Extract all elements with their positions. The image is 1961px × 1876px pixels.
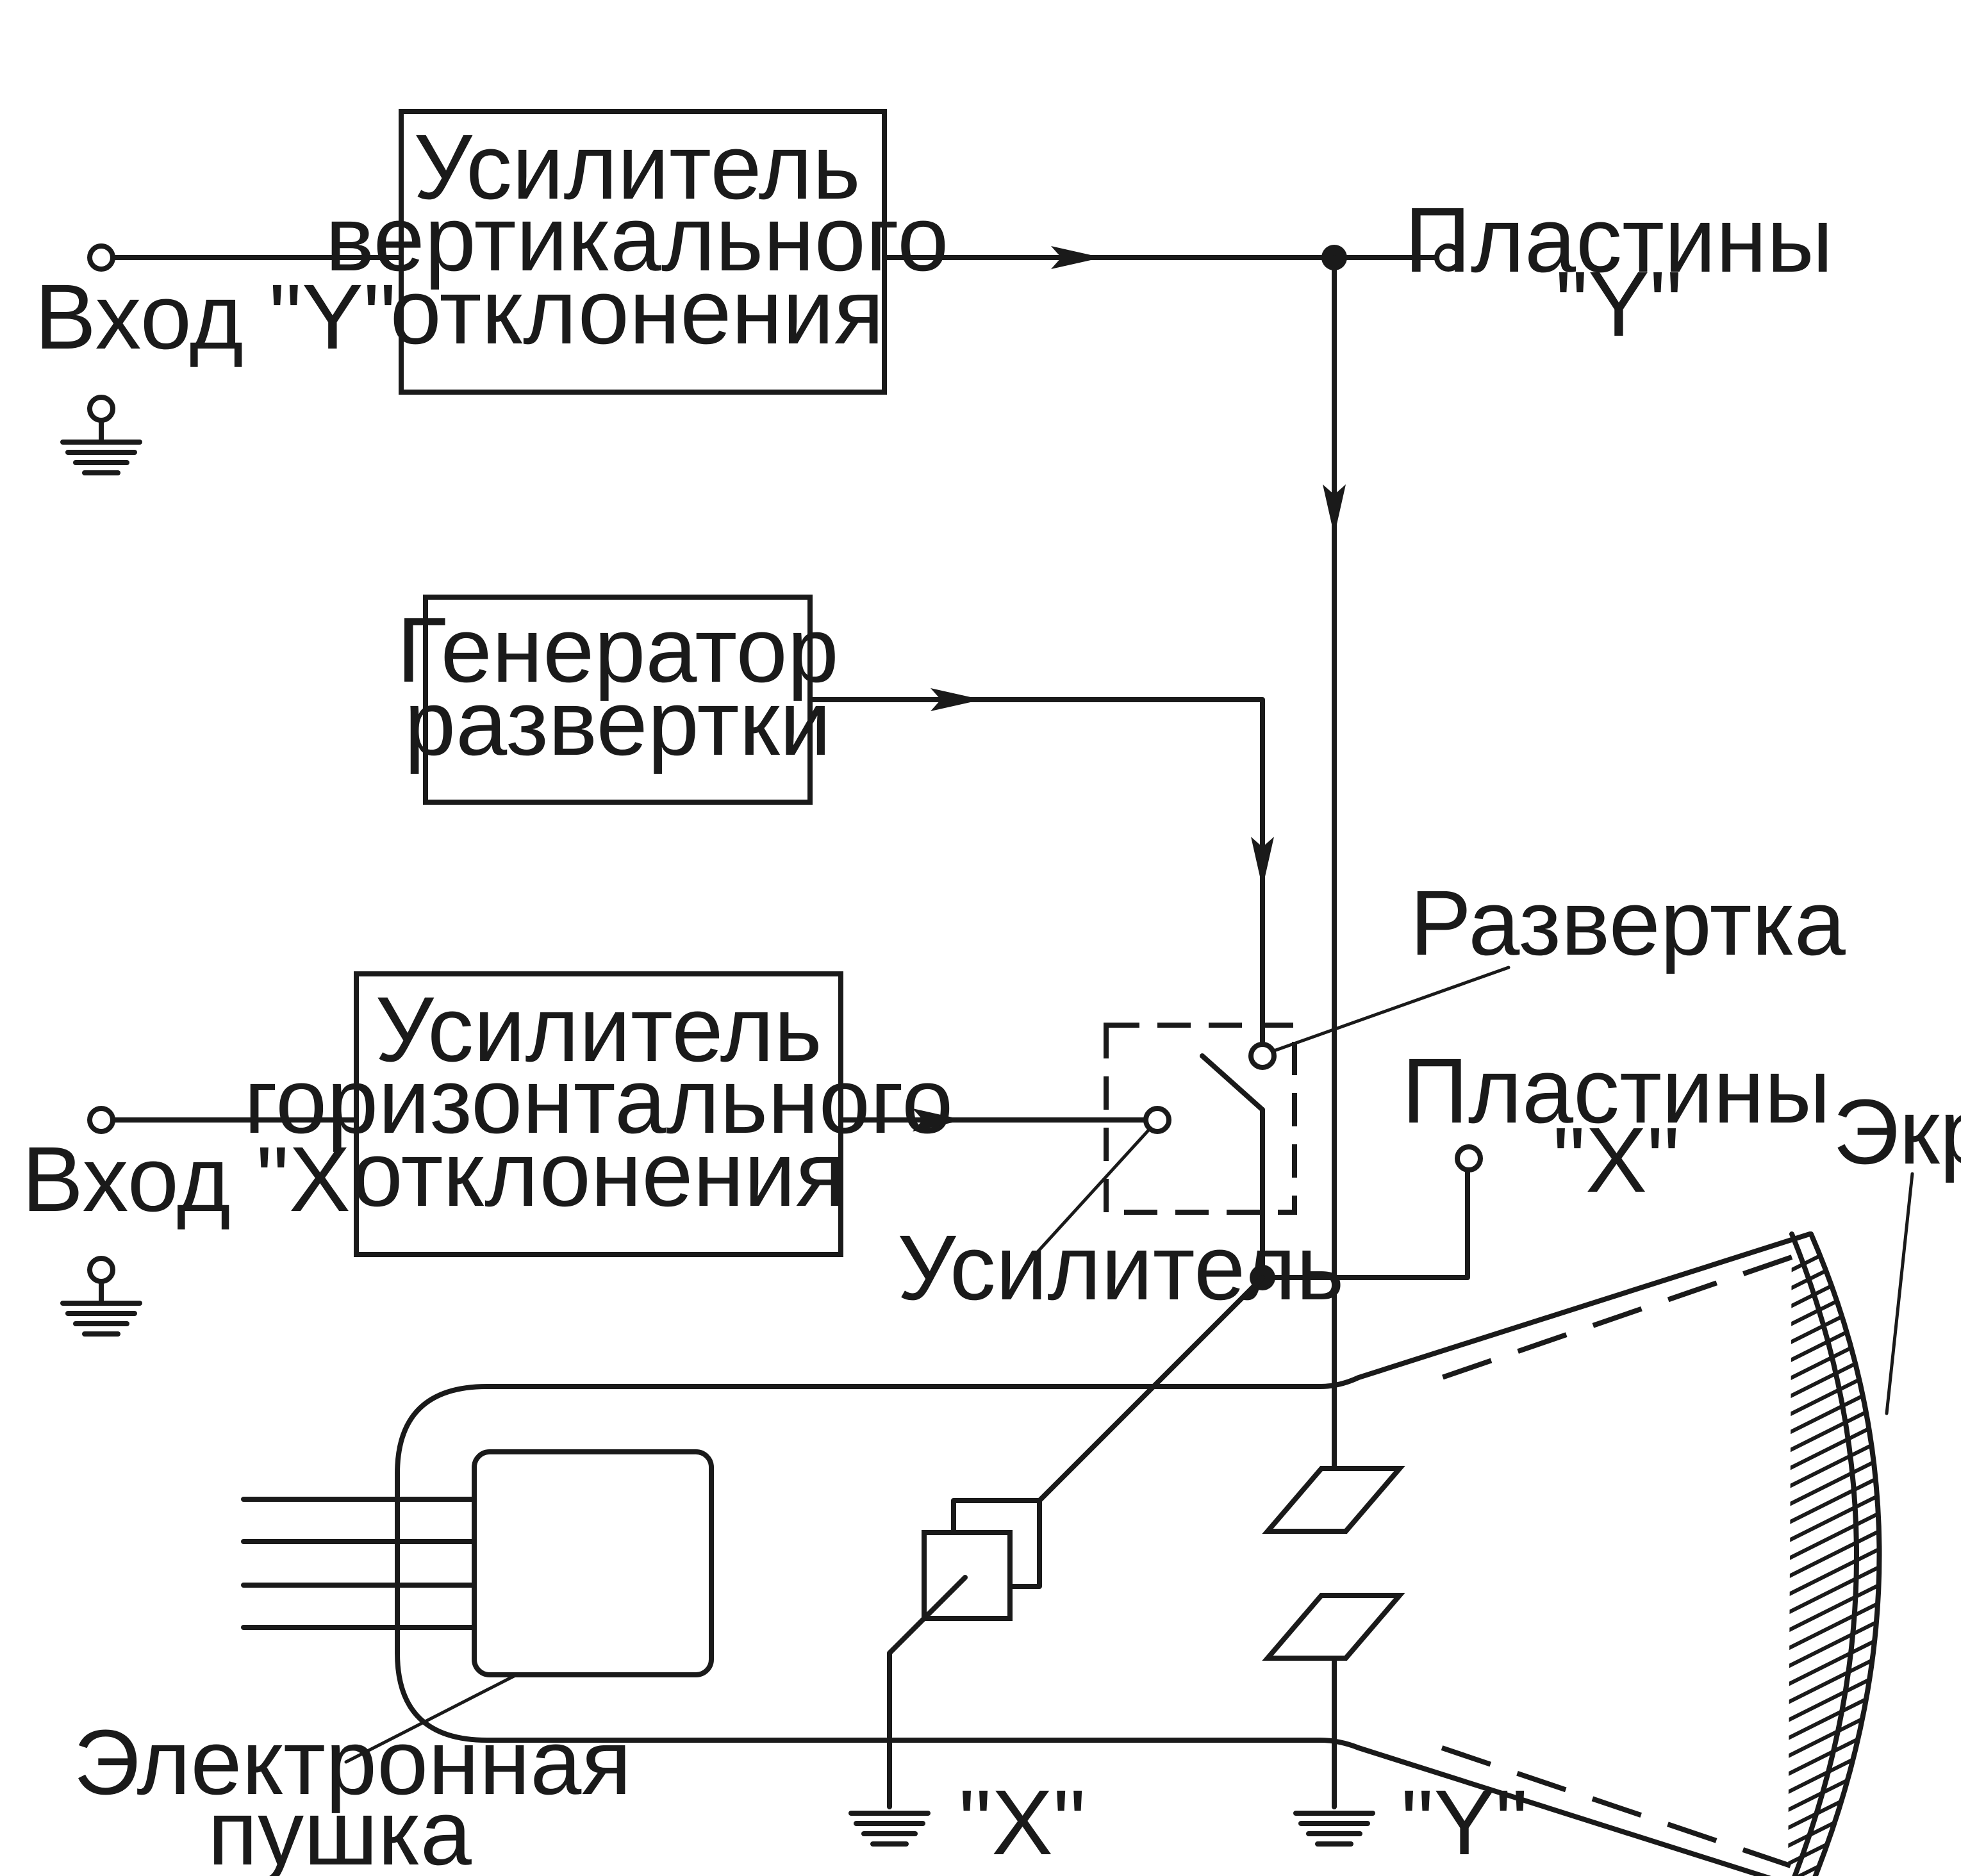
screen-label: Экран [1833, 1080, 1961, 1183]
screen-leader [1885, 1172, 1914, 1415]
sweep-generator-line-2: развертки [404, 671, 831, 775]
gun-leader [344, 1673, 518, 1764]
switch-blade [1200, 1053, 1265, 1112]
crt-envelope [395, 1231, 1812, 1876]
sweep-selector-switch [1104, 1023, 1297, 1280]
vertical-amplifier-block: Усилитель вертикального отклонения [326, 109, 949, 395]
input-y-ground-icon [60, 395, 142, 475]
switch-sweep-contact [1248, 1042, 1277, 1070]
plates-y-label-line-1: Пластины [1404, 188, 1833, 292]
switch-amplifier-label: Усилитель [897, 1216, 1344, 1319]
electron-gun [241, 1449, 714, 1677]
ground-x-label: "X" [959, 1771, 1086, 1874]
plates-x-terminal [1455, 1144, 1483, 1172]
gun-label-line-1: Электронная [74, 1711, 632, 1814]
vertical-feed-arrow [1323, 484, 1346, 536]
input-x-label: Вход "X" [22, 1128, 383, 1231]
plates-x-wire [1260, 1167, 1470, 1280]
crt-inner-dash-bottom [1441, 1745, 1792, 1868]
vertical-amplifier-line-1: Усилитель [413, 115, 860, 218]
ground-x-icon [848, 1811, 931, 1847]
switch-sweep-label: Развертка [1410, 871, 1846, 975]
plates-x-label-line-1: Пластины [1402, 1039, 1830, 1142]
ground-y-icon [1293, 1811, 1375, 1847]
horizontal-amplifier-line-2: горизонтального [244, 1049, 954, 1153]
plates-y-label-line-2: "Y" [1555, 252, 1682, 356]
ground-y-label: "Y" [1401, 1771, 1528, 1874]
y-deflection-plates [1262, 1466, 1405, 1809]
sweep-output-wire [807, 697, 1265, 1047]
plates-x-label-line-2: "X" [1553, 1108, 1680, 1212]
sweep-output-arrow [931, 688, 982, 711]
horizontal-output-arrow [913, 1108, 964, 1131]
horizontal-amplifier-line-3: отклонения [352, 1123, 846, 1226]
plates-y-terminal [1434, 243, 1462, 272]
vertical-amplifier-line-3: отклонения [390, 260, 884, 363]
input-x-ground-icon [60, 1256, 142, 1337]
switch-amplifier-leader [1029, 1127, 1152, 1262]
gun-label-line-2: пушка [208, 1781, 472, 1876]
switch-sweep-leader [1272, 966, 1510, 1053]
switch-amplifier-contact [1143, 1106, 1171, 1134]
horizontal-amplifier-line-1: Усилитель [375, 978, 822, 1081]
vertical-output-arrow [1051, 246, 1102, 269]
sweep-down-arrow [1251, 837, 1274, 888]
sweep-generator-line-1: Генератор [397, 598, 839, 702]
vertical-amplifier-line-2: вертикального [326, 187, 949, 290]
input-y-label: Вход "Y" [35, 265, 396, 368]
x-deflection-plates [887, 1498, 1042, 1809]
sweep-generator-block: Генератор развертки [397, 595, 839, 805]
crt-inner-dash-top [1441, 1255, 1793, 1380]
horizontal-amplifier-block: Усилитель горизонтального отклонения [244, 971, 954, 1257]
